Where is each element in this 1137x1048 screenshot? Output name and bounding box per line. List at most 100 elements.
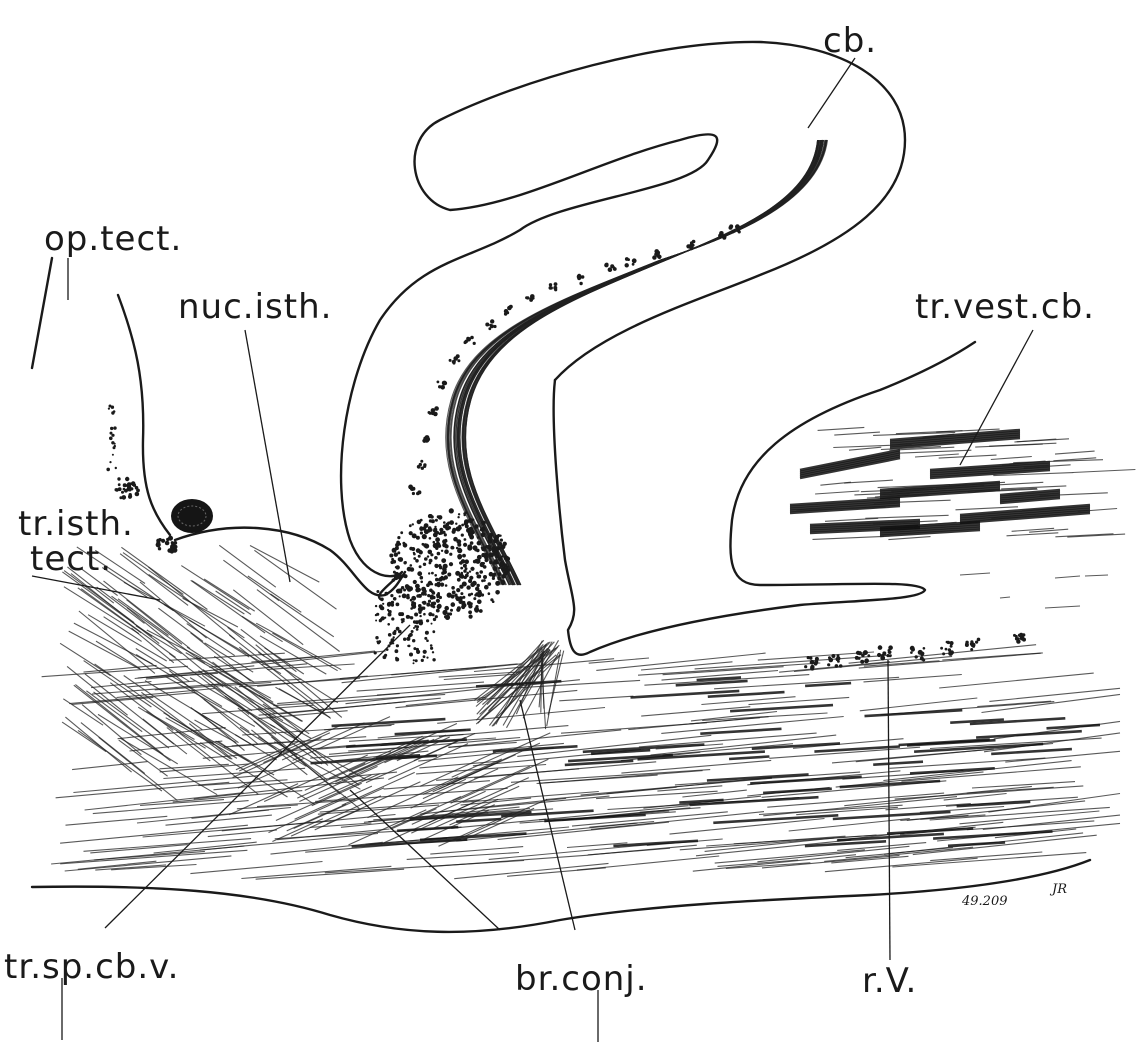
fiber-stroke xyxy=(1055,576,1080,578)
cell-dot xyxy=(402,618,404,620)
cell-dot xyxy=(461,524,464,527)
cell-dot xyxy=(831,654,835,658)
cerebellar-fiber xyxy=(464,140,818,585)
cell-dot xyxy=(412,639,415,642)
fiber-stroke xyxy=(187,624,235,656)
fiber-stroke xyxy=(1085,575,1108,576)
fiber-stroke xyxy=(223,560,279,601)
cell-dot xyxy=(457,554,462,559)
cerebellar-fiber xyxy=(460,140,821,585)
cell-dot xyxy=(128,494,132,498)
cell-dot xyxy=(437,381,440,384)
cell-dot xyxy=(417,571,422,576)
cell-dot xyxy=(479,609,483,613)
cell-dot xyxy=(419,527,423,531)
cell-dot xyxy=(402,542,405,545)
cell-dot xyxy=(443,570,447,574)
fiber-stroke xyxy=(166,815,272,825)
cell-dot xyxy=(409,524,412,527)
fiber-stroke xyxy=(190,862,322,874)
cell-dot xyxy=(940,647,943,650)
cell-dot xyxy=(375,614,377,616)
cell-dot xyxy=(413,597,415,599)
fiber-stroke xyxy=(991,749,1072,754)
cell-dot xyxy=(428,572,430,574)
cell-dot xyxy=(436,599,440,603)
cerebellar-fiber xyxy=(459,140,820,585)
fiber-stroke xyxy=(915,454,959,457)
cerebellar-fiber xyxy=(465,140,817,585)
fiber-stroke xyxy=(257,590,340,652)
cell-dot xyxy=(419,615,421,617)
fiber-stroke xyxy=(975,444,1043,447)
cell-dot xyxy=(468,579,472,583)
cell-dot xyxy=(410,607,413,610)
cell-dot xyxy=(424,557,428,561)
fiber-stroke xyxy=(437,708,605,724)
cell-dot xyxy=(106,468,110,472)
cell-dot xyxy=(432,605,435,608)
cerebellar-fiber xyxy=(465,140,817,585)
cell-dot xyxy=(477,541,482,546)
cell-dot xyxy=(413,580,417,584)
cell-dot xyxy=(391,603,394,606)
cell-dot xyxy=(463,569,466,572)
cell-dot xyxy=(456,588,460,592)
cell-dot xyxy=(477,584,480,587)
cell-dot xyxy=(878,645,883,650)
cell-dot xyxy=(469,615,473,619)
cell-dot xyxy=(525,296,528,299)
cell-dot xyxy=(434,406,439,411)
fiber-stroke xyxy=(865,515,948,518)
cell-dot xyxy=(464,538,467,541)
cell-dot xyxy=(416,650,420,654)
cerebellar-fiber xyxy=(447,140,826,585)
cell-dot xyxy=(444,549,449,554)
cell-dot xyxy=(374,651,377,654)
cell-dot xyxy=(413,557,416,560)
fiber-stroke xyxy=(1007,533,1059,536)
cell-dot xyxy=(112,454,114,456)
cell-dot xyxy=(173,541,177,545)
cell-dot xyxy=(459,562,462,565)
cell-dot xyxy=(393,636,395,638)
cell-dot xyxy=(889,654,892,657)
cell-dot xyxy=(915,655,918,658)
cell-dot xyxy=(456,608,460,612)
cell-dot xyxy=(507,306,512,311)
fiber-stroke xyxy=(98,714,178,764)
label-nuc-isth: nuc.isth. xyxy=(178,287,332,327)
fiber-stroke xyxy=(814,747,900,752)
cell-dot xyxy=(469,570,471,572)
cell-dot xyxy=(109,461,111,463)
cell-dot xyxy=(397,536,400,539)
cell-dot xyxy=(416,625,419,628)
cerebellar-fiber xyxy=(448,140,826,585)
fiber-stroke xyxy=(887,828,973,833)
cell-dot xyxy=(439,596,442,599)
cell-dot xyxy=(411,630,414,633)
cerebellar-fiber xyxy=(447,140,826,585)
cell-dot xyxy=(406,637,410,641)
cell-dot xyxy=(877,653,881,657)
cell-dot xyxy=(375,620,377,622)
cerebellar-fiber xyxy=(465,140,817,585)
cell-dot xyxy=(387,603,391,607)
cell-dot xyxy=(167,548,171,552)
fiber-stroke xyxy=(272,633,337,671)
cell-dot xyxy=(438,515,443,520)
cell-dot xyxy=(158,547,161,550)
fiber-stroke xyxy=(910,768,995,773)
cell-dot xyxy=(399,595,401,597)
cell-dot xyxy=(423,650,427,654)
fiber-stroke xyxy=(1045,606,1080,608)
cell-dot xyxy=(970,640,973,643)
cell-dot xyxy=(489,549,492,552)
cell-dot xyxy=(529,297,532,300)
cell-dot xyxy=(858,651,862,655)
cell-dot xyxy=(476,572,479,575)
cell-dot xyxy=(423,613,426,616)
cell-dot xyxy=(453,537,458,542)
cerebellar-fiber xyxy=(464,140,819,585)
cell-dot xyxy=(470,593,473,596)
